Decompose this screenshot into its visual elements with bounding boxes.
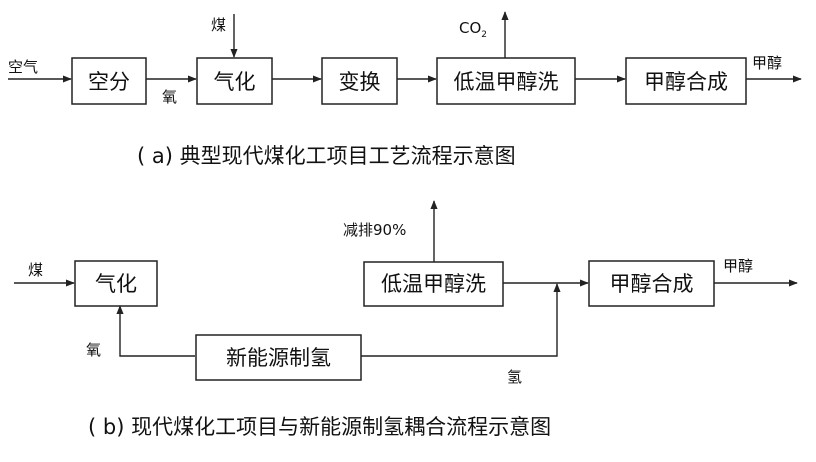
gasification-box-a [196,57,273,105]
oxygen-label-b: 氧 [86,341,101,359]
diagram-a: 空分 气化 变换 低温甲醇洗 甲醇合成 空气 煤 氧 CO2 甲醇 ( a) 典… [8,11,802,168]
methanol-synthesis-label-b: 甲醇合成 [610,272,694,296]
methanol-output-label-a: 甲醇 [752,54,782,72]
rectisol-label-a: 低温甲醇洗 [454,70,559,94]
rectisol-box-a [436,57,576,105]
shift-label: 变换 [339,70,381,94]
rectisol-box-b [363,261,504,307]
gasification-box-b [74,260,158,307]
oxygen-return-arrow [116,305,195,357]
green-hydrogen-box [195,334,362,381]
air-input-label: 空气 [8,58,38,76]
gasification-label-b: 气化 [95,272,137,296]
caption-b: ( b) 现代煤化工项目与新能源制氢耦合流程示意图 [88,415,551,439]
methanol-synthesis-box-b [588,260,715,307]
rectisol-label-b: 低温甲醇洗 [381,272,486,296]
shift-box [321,57,398,105]
oxygen-label-a: 氧 [162,88,177,106]
green-hydrogen-label: 新能源制氢 [226,346,331,370]
diagram-b: 气化 低温甲醇洗 甲醇合成 新能源制氢 煤 氧 氢 减排90% 甲醇 ( b) … [14,200,798,439]
emission-reduction-label: 减排90% [343,221,406,239]
coal-input-label-b: 煤 [28,261,43,279]
hydrogen-feed-arrow [361,283,561,357]
co2-label: CO2 [459,19,487,40]
air-separation-box [71,57,147,105]
caption-a: ( a) 典型现代煤化工项目工艺流程示意图 [137,144,516,168]
gasification-label-a: 气化 [214,70,256,94]
methanol-synthesis-label-a: 甲醇合成 [644,70,728,94]
coal-input-label-a: 煤 [211,16,226,34]
methanol-output-label-b: 甲醇 [723,257,753,275]
hydrogen-label: 氢 [507,368,522,386]
methanol-synthesis-box-a [625,57,747,105]
air-separation-label: 空分 [88,70,130,94]
